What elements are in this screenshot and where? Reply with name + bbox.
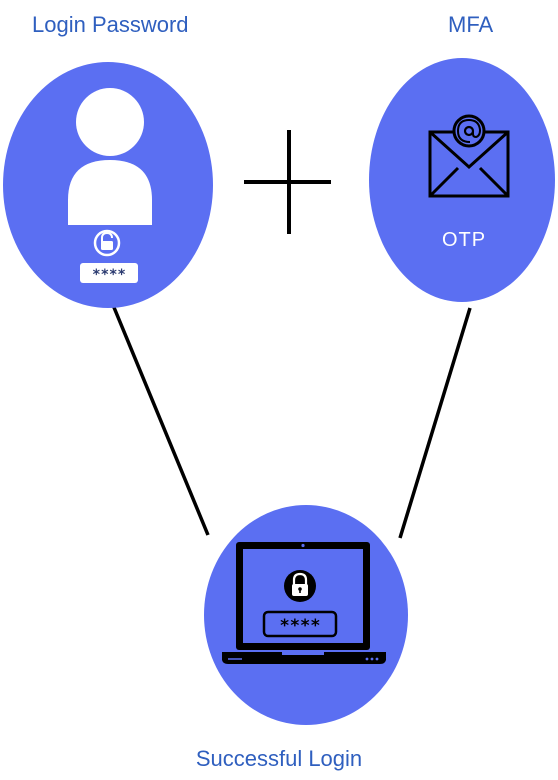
successful-login-label: Successful Login bbox=[195, 746, 363, 771]
laptop-lock-icon bbox=[222, 542, 386, 664]
password-mask-bottom: **** bbox=[280, 616, 321, 636]
otp-text: OTP bbox=[442, 229, 486, 251]
login-password-label: Login Password bbox=[32, 12, 189, 37]
connector-right bbox=[398, 307, 472, 539]
login-password-circle: **** bbox=[3, 62, 213, 308]
mfa-circle: OTP bbox=[369, 58, 555, 302]
connector-left bbox=[111, 304, 210, 536]
mfa-label: MFA bbox=[448, 12, 494, 37]
successful-login-circle: **** bbox=[204, 505, 408, 725]
password-mask-left: **** bbox=[92, 267, 126, 283]
user-with-lock-icon bbox=[68, 88, 152, 283]
envelope-at-icon bbox=[428, 114, 510, 198]
plus-icon bbox=[244, 130, 331, 234]
